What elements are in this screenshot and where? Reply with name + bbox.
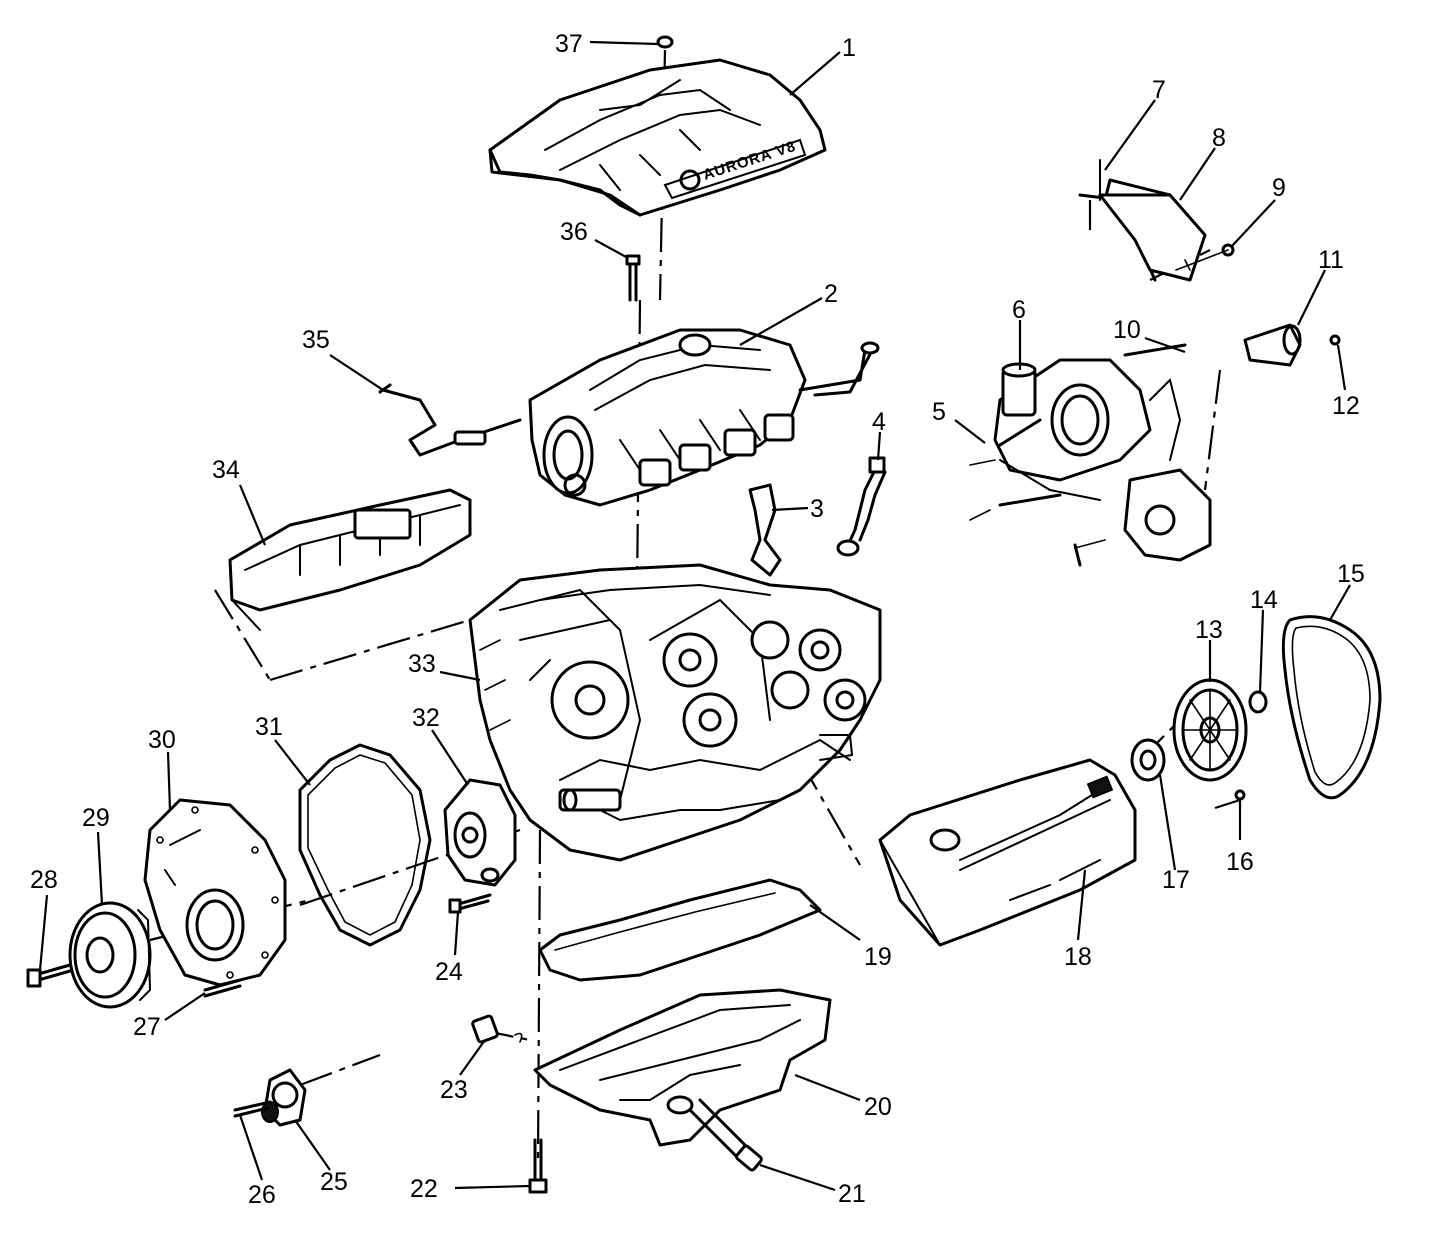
callout-6: 6: [1012, 296, 1026, 324]
callout-37: 37: [555, 30, 583, 58]
hose-assembly: [836, 456, 887, 557]
callout-32: 32: [412, 704, 440, 732]
callout-33: 33: [408, 650, 436, 678]
callout-28: 28: [30, 866, 58, 894]
callout-14: 14: [1250, 586, 1278, 614]
cover-bolts: [625, 35, 674, 302]
callout-27: 27: [133, 1013, 161, 1041]
front-cover-gasket: [298, 743, 432, 947]
callout-8: 8: [1212, 124, 1226, 152]
callout-35: 35: [302, 326, 330, 354]
drive-belt: [1281, 615, 1382, 800]
callout-numbers: 1 2 3 4 5 6 7 8 9 10 11 12 13 14 15 16 1…: [30, 30, 1365, 1209]
front-cover: [143, 798, 287, 987]
callout-3: 3: [810, 495, 824, 523]
callout-13: 13: [1195, 616, 1223, 644]
callout-23: 23: [440, 1076, 468, 1104]
crankshaft-balancer: [26, 901, 242, 1009]
callout-19: 19: [864, 943, 892, 971]
callout-22: 22: [410, 1175, 438, 1203]
callout-36: 36: [560, 218, 588, 246]
callout-24: 24: [435, 958, 463, 986]
dipstick-tube: [688, 1098, 763, 1172]
oil-pan-bolt: [528, 1138, 548, 1194]
throttle-body: [993, 358, 1212, 562]
callout-2: 2: [824, 280, 838, 308]
callout-4: 4: [872, 408, 886, 436]
callout-21: 21: [838, 1180, 866, 1208]
callout-29: 29: [82, 804, 110, 832]
bracket: [748, 483, 782, 577]
callout-1: 1: [842, 34, 856, 62]
callout-11: 11: [1318, 246, 1344, 274]
callout-12: 12: [1332, 392, 1360, 420]
leader-lines: [38, 40, 1351, 1192]
oil-pan-gasket: [538, 878, 822, 982]
oil-pan: [533, 988, 832, 1147]
callout-34: 34: [212, 456, 240, 484]
callout-30: 30: [148, 726, 176, 754]
callout-9: 9: [1272, 174, 1286, 202]
callout-17: 17: [1162, 866, 1190, 894]
callout-5: 5: [932, 398, 946, 426]
throttle-fasteners: [969, 159, 1341, 567]
callout-15: 15: [1337, 560, 1365, 588]
oil-pump: [443, 778, 517, 887]
idler-pulley-group: [1130, 678, 1268, 810]
belt-tensioner: [233, 1068, 307, 1127]
callout-7: 7: [1152, 76, 1166, 104]
callout-16: 16: [1226, 848, 1254, 876]
sensor-wire: [378, 383, 522, 457]
valve-cover-left: [228, 488, 472, 631]
engine-cover: AURORA V8: [488, 58, 827, 217]
valve-cover-right: [878, 758, 1137, 947]
drain-plug: [471, 1014, 523, 1044]
callout-31: 31: [255, 713, 283, 741]
intake-manifold: [528, 328, 880, 507]
callout-10: 10: [1113, 316, 1141, 344]
callout-18: 18: [1064, 943, 1092, 971]
callout-26: 26: [248, 1181, 276, 1209]
callout-25: 25: [320, 1168, 348, 1196]
engine-block: [468, 563, 882, 862]
oil-pump-bolt: [448, 893, 492, 914]
callout-20: 20: [864, 1093, 892, 1121]
